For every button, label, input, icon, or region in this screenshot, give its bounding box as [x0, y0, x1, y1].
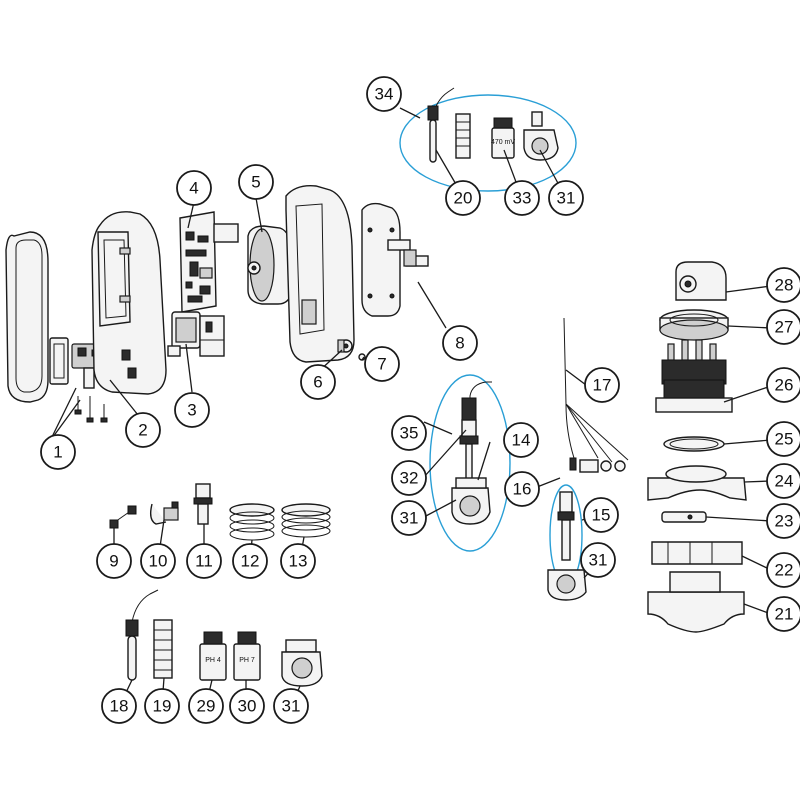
- callout-11: 11: [186, 543, 222, 579]
- svg-text:8: 8: [455, 334, 464, 353]
- front-cover: [5, 231, 49, 403]
- electrode-holder: [451, 381, 492, 525]
- svg-text:27: 27: [775, 318, 794, 337]
- callout-31-flow: 31: [580, 542, 616, 578]
- callout-20: 20: [445, 180, 481, 216]
- svg-text:4: 4: [189, 179, 198, 198]
- callout-19: 19: [144, 688, 180, 724]
- callout-31-bottom: 31: [273, 688, 309, 724]
- svg-text:10: 10: [149, 552, 168, 571]
- callout-5: 5: [238, 164, 274, 200]
- hardware-row: [109, 483, 331, 541]
- callout-6: 6: [300, 364, 336, 400]
- svg-text:9: 9: [109, 552, 118, 571]
- group-34-ellipse: [399, 94, 577, 192]
- callout-4: 4: [176, 170, 212, 206]
- svg-text:17: 17: [593, 376, 612, 395]
- group-outlines: [399, 94, 583, 586]
- circuit-board: [179, 211, 239, 313]
- callout-22: 22: [766, 552, 800, 588]
- svg-text:20: 20: [454, 189, 473, 208]
- cable-assembly: [563, 317, 629, 473]
- svg-text:33: 33: [513, 189, 532, 208]
- svg-text:18: 18: [110, 697, 129, 716]
- svg-text:34: 34: [375, 85, 394, 104]
- svg-text:22: 22: [775, 561, 794, 580]
- callout-24: 24: [766, 463, 800, 499]
- svg-text:30: 30: [238, 697, 257, 716]
- svg-text:3: 3: [187, 401, 196, 420]
- svg-text:29: 29: [197, 697, 216, 716]
- svg-text:7: 7: [377, 355, 386, 374]
- callout-8: 8: [442, 325, 478, 361]
- callout-31-orp: 31: [548, 180, 584, 216]
- callout-17: 17: [584, 367, 620, 403]
- flow-sensor: [547, 491, 587, 601]
- cell-stack: [647, 261, 747, 633]
- svg-text:19: 19: [153, 697, 172, 716]
- svg-text:23: 23: [775, 512, 794, 531]
- callout-32: 32: [391, 460, 427, 496]
- callout-26: 26: [766, 367, 800, 403]
- callout-25: 25: [766, 421, 800, 457]
- svg-text:2: 2: [138, 421, 147, 440]
- svg-text:26: 26: [775, 376, 794, 395]
- callout-2: 2: [125, 412, 161, 448]
- callout-9: 9: [96, 543, 132, 579]
- svg-text:16: 16: [513, 480, 532, 499]
- group-35-ellipse: [429, 374, 511, 552]
- rear-housing: [285, 185, 355, 363]
- callout-13: 13: [280, 543, 316, 579]
- callout-23: 23: [766, 503, 800, 539]
- callout-16: 16: [504, 471, 540, 507]
- callout-18: 18: [101, 688, 137, 724]
- svg-text:1: 1: [53, 443, 62, 462]
- callout-34: 34: [366, 76, 402, 112]
- ph4-vial-label: PH 4: [205, 657, 221, 664]
- callout-33: 33: [504, 180, 540, 216]
- callouts: 1 2 3 4 5 6 7 8 9 10 11 12 13 14 15 16 1…: [40, 76, 800, 724]
- callout-21: 21: [766, 596, 800, 632]
- svg-text:35: 35: [400, 424, 419, 443]
- svg-text:21: 21: [775, 605, 794, 624]
- svg-text:31: 31: [557, 189, 576, 208]
- main-housing: [91, 211, 167, 395]
- callout-3: 3: [174, 392, 210, 428]
- svg-text:32: 32: [400, 469, 419, 488]
- callout-31-holder: 31: [391, 500, 427, 536]
- callout-29: 29: [188, 688, 224, 724]
- svg-text:6: 6: [313, 373, 322, 392]
- callout-27: 27: [766, 309, 800, 345]
- cylinder-motor: [247, 225, 293, 305]
- svg-text:31: 31: [282, 697, 301, 716]
- svg-text:15: 15: [592, 506, 611, 525]
- ph7-vial-label: PH 7: [239, 657, 255, 664]
- svg-text:14: 14: [512, 431, 531, 450]
- callout-7: 7: [364, 346, 400, 382]
- svg-text:12: 12: [241, 552, 260, 571]
- svg-text:24: 24: [775, 472, 794, 491]
- ph-kit: PH 4 PH 7: [125, 589, 323, 687]
- svg-text:5: 5: [251, 173, 260, 192]
- callout-1: 1: [40, 434, 76, 470]
- svg-text:28: 28: [775, 276, 794, 295]
- callout-35: 35: [391, 415, 427, 451]
- pump-unit: [167, 311, 225, 357]
- svg-text:13: 13: [289, 552, 308, 571]
- back-plate: [361, 202, 429, 317]
- callout-30: 30: [229, 688, 265, 724]
- svg-text:11: 11: [195, 552, 213, 571]
- callout-12: 12: [232, 543, 268, 579]
- svg-text:31: 31: [589, 551, 608, 570]
- orp-kit: 470 mV: [427, 87, 559, 163]
- callout-28: 28: [766, 267, 800, 303]
- svg-text:25: 25: [775, 430, 794, 449]
- svg-text:31: 31: [400, 509, 419, 528]
- callout-14: 14: [503, 422, 539, 458]
- callout-15: 15: [583, 497, 619, 533]
- callout-10: 10: [140, 543, 176, 579]
- orp-vial-label: 470 mV: [491, 139, 515, 146]
